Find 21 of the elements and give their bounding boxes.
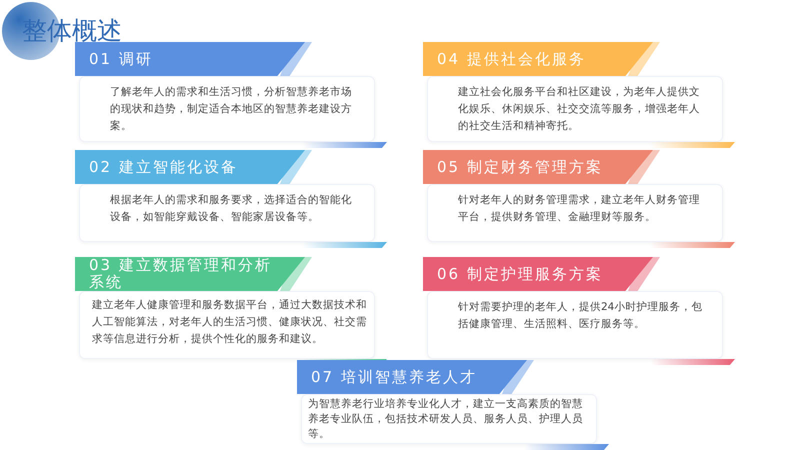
card-heading: 07 培训智慧养老人才 (297, 360, 527, 394)
card-text: 根据老年人的需求和服务要求，选择适合的智能化设备，如智能穿戴设备、智能家居设备等。 (110, 193, 353, 225)
card-text: 针对老年人的财务管理需求，建立老年人财务管理平台，提供财务管理、金融理财等服务。 (458, 193, 701, 225)
card-panel (427, 184, 723, 242)
card-text: 了解老年人的需求和生活习惯，分析智慧养老市场的现状和趋势，制定适合本地区的智慧养老建设方案。 (110, 85, 353, 134)
card-panel (427, 76, 723, 142)
card-text: 建立社会化服务平台和社区建设，为老年人提供文化娱乐、休闲娱乐、社交交流等服务，增强老年人的社交生活和精神寄托。 (458, 85, 701, 134)
card-text: 为智慧养老行业培养专业化人才，建立一支高素质的智慧养老专业队伍，包括技术研发人员、服务人员、护理人员等。 (308, 397, 584, 442)
card-panel (79, 184, 375, 242)
card-heading: 06 制定护理服务方案 (423, 257, 653, 291)
card-heading: 04 提供社会化服务 (423, 42, 653, 76)
card-panel (301, 394, 597, 444)
card-heading: 03 建立数据管理和分析系统 (75, 257, 305, 291)
card-heading: 02 建立智能化设备 (75, 150, 305, 184)
card-panel (427, 291, 723, 359)
card-heading: 01 调研 (75, 42, 305, 76)
card-text: 建立老年人健康管理和服务数据平台，通过大数据技术和人工智能算法，对老年人的生活习惯、健康状况、社交需求等信息进行分析，提供个性化的服务和建议。 (92, 298, 368, 347)
card-panel (79, 76, 375, 142)
card-text: 针对需要护理的老年人，提供24小时护理服务，包括健康管理、生活照料、医疗服务等。 (458, 300, 704, 332)
card-heading: 05 制定财务管理方案 (423, 150, 653, 184)
card-panel (79, 291, 375, 359)
